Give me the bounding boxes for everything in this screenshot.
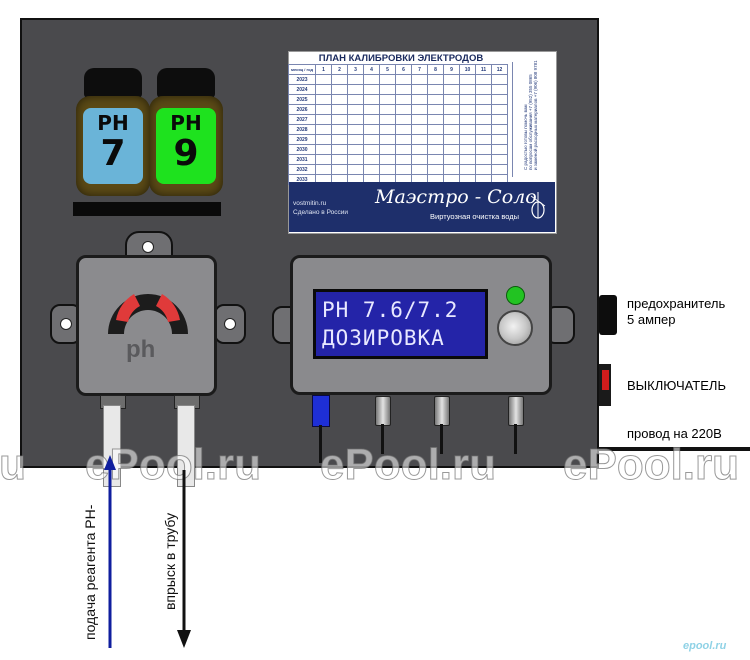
fuse-label-line: предохранитель [627, 296, 726, 311]
calibration-year-row: 2028 [288, 124, 508, 135]
lcd-display: PH 7.6/7.2 ДОЗИРОВКА [313, 289, 488, 359]
connector-cable [381, 424, 384, 454]
bottle-body: PH 9 [149, 96, 223, 196]
dosing-pump [76, 255, 217, 396]
switch-label: ВЫКЛЮЧАТЕЛЬ [627, 378, 726, 393]
bottle-label-text: PH [97, 111, 129, 135]
connector-cable [514, 424, 517, 454]
screw-hole-icon [224, 318, 236, 330]
lcd-line-status: ДОЗИРОВКА [322, 326, 445, 350]
injection-tube [177, 405, 195, 487]
power-cable [597, 447, 750, 451]
watermark: ePool.ru [562, 440, 740, 490]
bottle-label-value: 9 [173, 133, 199, 174]
calibration-card-footer: vostmitin.ru Сделано в России [289, 182, 555, 232]
injection-arrow-head-icon [177, 630, 191, 648]
calibration-year-row: 2030 [288, 144, 508, 155]
calibration-year-row: 2024 [288, 84, 508, 95]
reagent-feed-label: подача реагента PH- [82, 504, 98, 640]
fuse-label: предохранитель 5 ампер [627, 296, 725, 328]
status-led [506, 286, 525, 305]
brand-logo-text: Маэстро - Соло [375, 186, 537, 208]
calibration-year-row: 2029 [288, 134, 508, 145]
violin-icon [529, 190, 547, 220]
bottle-label-ph9: PH 9 [156, 108, 216, 184]
bottle-cap [84, 68, 142, 98]
calibration-year-row: 2033 [288, 174, 508, 185]
calibration-card-title: ПЛАН КАЛИБРОВКИ ЭЛЕКТРОДОВ [318, 53, 484, 64]
lcd-line-reading: PH 7.6/7.2 [322, 298, 459, 322]
fuse-holder[interactable] [599, 295, 617, 335]
bottle-label-value: 7 [100, 133, 126, 174]
bottle-body: PH 7 [76, 96, 150, 196]
feed-arrow-head-icon [104, 455, 116, 470]
screw-hole-icon [142, 241, 154, 253]
injection-label: впрыск в трубу [162, 512, 178, 610]
fuse-label-line: 5 ампер [627, 312, 676, 327]
bottle-label-ph7: PH 7 [83, 108, 143, 184]
watermark: ePool.ru [84, 440, 262, 490]
watermark: ePool.ru [319, 440, 497, 490]
brand-slogan: Виртуозная очистка воды [430, 212, 520, 221]
watermark: ePool.ru [0, 440, 27, 490]
calibration-card-contacts: С радостью готовы помочь вам по вопросам… [512, 60, 554, 177]
website-text: vostmitin.ru [293, 200, 327, 207]
bottle-cap [157, 68, 215, 98]
connector-blue-cable [319, 425, 322, 463]
pump-right-ear [214, 304, 246, 344]
corner-watermark: epool.ru [683, 640, 727, 652]
screw-hole-icon [60, 318, 72, 330]
pump-rotor-icon [100, 276, 196, 336]
bottle-ph9: PH 9 [149, 68, 223, 196]
bottle-shelf [73, 202, 221, 216]
connector-cable [440, 424, 443, 454]
made-in-text: Сделано в России [293, 209, 348, 216]
pump-label: ph [126, 336, 156, 363]
control-knob[interactable] [497, 310, 533, 346]
bottle-ph7: PH 7 [76, 68, 150, 196]
power-switch-rocker[interactable] [602, 370, 609, 390]
power-cable-label: провод на 220В [627, 426, 722, 441]
bottle-label-text: PH [170, 111, 202, 135]
